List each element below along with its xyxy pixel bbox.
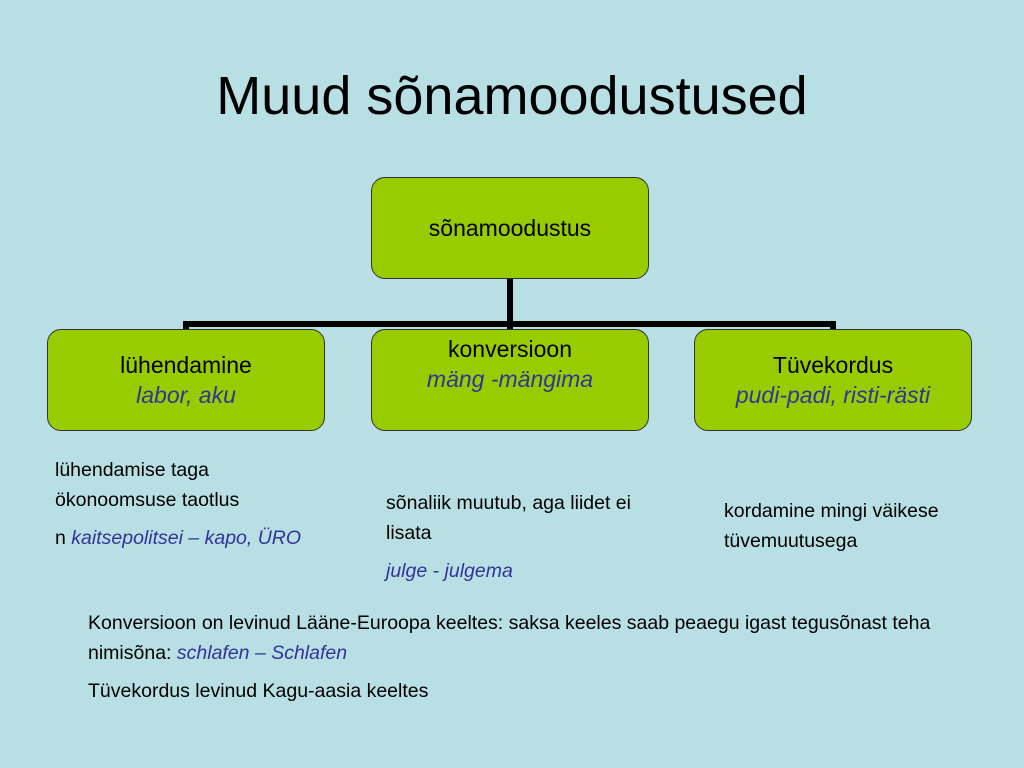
box-example: mäng -mängima: [426, 366, 594, 392]
bottom-line-1-text: Konversioon on levinud Lääne-Euroopa kee…: [88, 612, 931, 664]
diagram-box-tyvekordus: Tüvekordus pudi-padi, risti-rästi: [694, 329, 972, 431]
box-example: pudi-padi, risti-rästi: [735, 382, 931, 408]
bottom-line-1-example: schlafen – Schlafen: [176, 642, 348, 664]
note-example-line: n kaitsepolitsei – kapo, ÜRO: [55, 523, 315, 553]
note-example: kaitsepolitsei – kapo, ÜRO: [71, 527, 302, 549]
slide-title: Muud sõnamoodustused: [216, 66, 808, 126]
box-label: Tüvekordus: [772, 352, 894, 378]
bottom-line-2: Tüvekordus levinud Kagu-aasia keeltes: [88, 680, 429, 702]
note-text: lühendamise taga ökonoomsuse taotlus: [55, 459, 240, 511]
note-lyhendamine: lühendamise taga ökonoomsuse taotlus n k…: [55, 455, 315, 553]
diagram-box-lyhendamine: lühendamine labor, aku: [47, 329, 325, 431]
note-konversioon: sõnaliik muutub, aga liidet ei lisata ju…: [386, 488, 646, 586]
box-example: labor, aku: [136, 382, 236, 408]
note-tyvekordus: kordamine mingi väikese tüvemuutusega: [724, 496, 954, 556]
box-label: lühendamine: [120, 352, 252, 378]
bottom-text: Konversioon on levinud Lääne-Euroopa kee…: [88, 608, 958, 706]
note-example: julge - julgema: [386, 560, 513, 582]
box-label: konversioon: [447, 336, 573, 362]
note-text: sõnaliik muutub, aga liidet ei lisata: [386, 492, 631, 544]
note-example-prefix: n: [55, 527, 66, 549]
diagram-root-box: sõnamoodustus: [371, 177, 649, 279]
root-label: sõnamoodustus: [428, 215, 592, 241]
note-text: kordamine mingi väikese tüvemuutusega: [724, 500, 939, 552]
diagram-box-konversioon: konversioon mäng -mängima: [371, 329, 649, 431]
bottom-line-1: Konversioon on levinud Lääne-Euroopa kee…: [88, 608, 958, 668]
